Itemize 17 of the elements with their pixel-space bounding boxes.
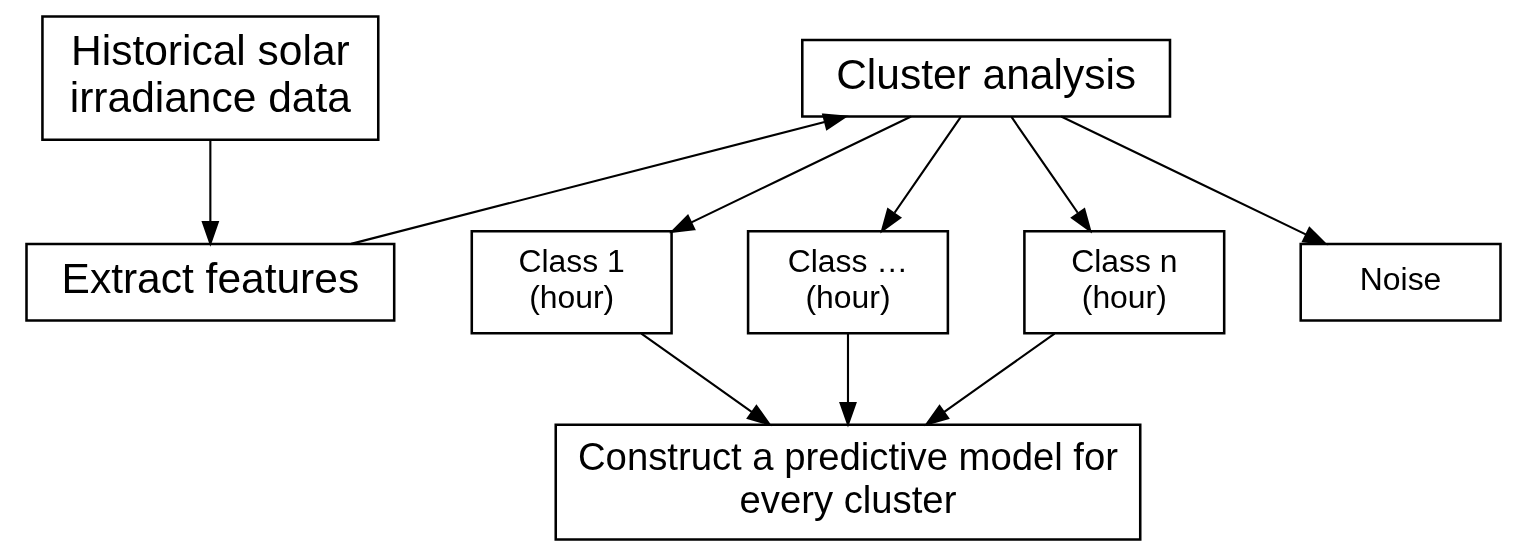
- arrow: [880, 116, 962, 234]
- node-box: Class … (hour): [746, 229, 950, 335]
- arrow: [350, 113, 849, 245]
- arrow: [640, 332, 773, 427]
- arrow: [201, 140, 220, 247]
- arrow: [1010, 116, 1093, 234]
- arrow: [669, 115, 912, 234]
- arrow: [839, 333, 857, 428]
- node-box: Noise: [1299, 242, 1502, 322]
- arrow: [1060, 115, 1329, 246]
- node-box: Extract features: [25, 242, 396, 322]
- node-box: Class 1 (hour): [470, 229, 673, 335]
- node-box: Historical solar irradiance data: [41, 15, 380, 142]
- node-box: Cluster analysis: [801, 38, 1172, 118]
- node-box: Class n (hour): [1023, 229, 1226, 335]
- arrow: [923, 332, 1056, 427]
- node-box: Construct a predictive model for every cluster: [554, 423, 1142, 541]
